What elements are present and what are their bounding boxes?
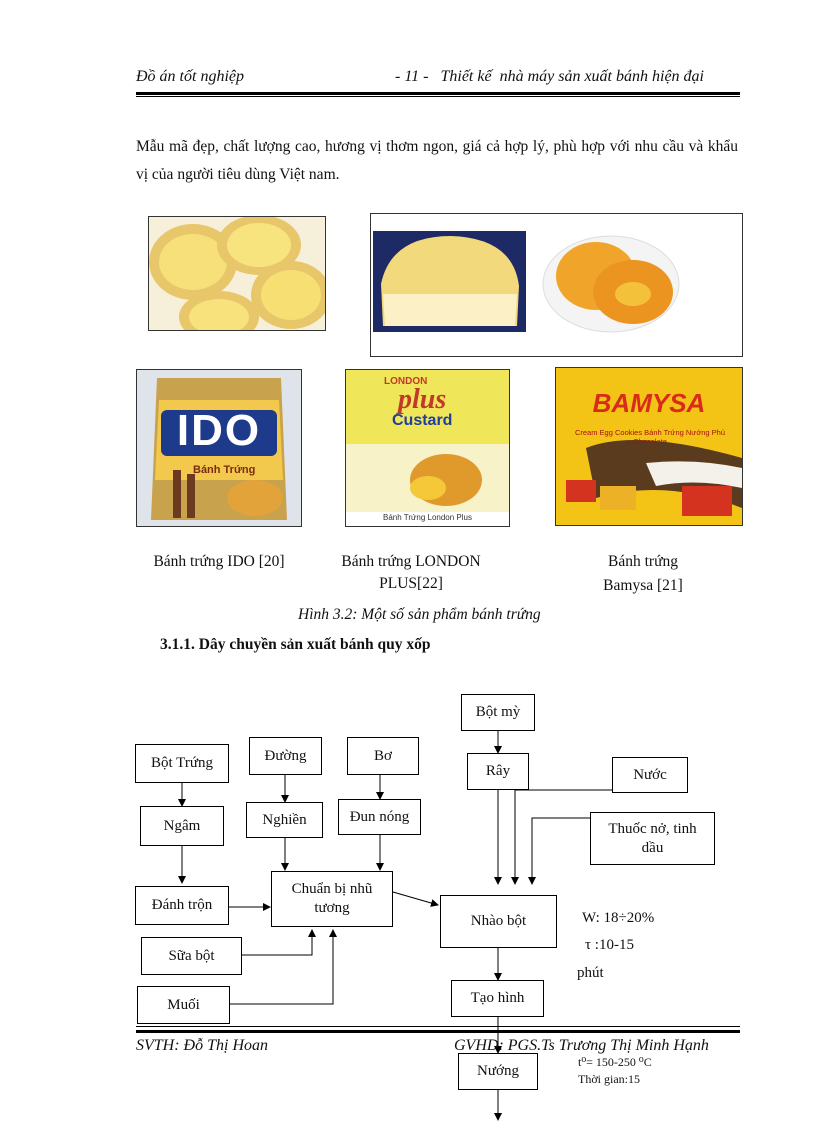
box-danh-tron: Đánh trộn [135, 886, 229, 925]
caption-bamysa-line2: Bamysa [21] [603, 577, 683, 594]
box-bo: Bơ [347, 737, 419, 775]
box-bot-my: Bột mỳ [461, 694, 535, 731]
note-minutes: phút [577, 965, 604, 981]
note-moisture: W: 18÷20% [582, 910, 655, 926]
ido-package-photo: IDO Bánh Trứng [136, 369, 302, 527]
note-temperature: t⁰= 150-250 ⁰C [578, 1055, 652, 1069]
figure-caption: Hình 3.2: Một số sản phẩm bánh trứng [298, 606, 541, 623]
footer-rule-thin [136, 1026, 740, 1027]
ido-brand-text: IDO [176, 406, 262, 455]
box-nuong: Nướng [458, 1053, 538, 1090]
section-title: 3.1.1. Dây chuyền sản xuất bánh quy xốp [160, 636, 431, 653]
box-ray: Rây [467, 753, 529, 790]
bamysa-brand-text: BAMYSA [592, 388, 706, 418]
note-time: τ :10-15 [585, 937, 634, 953]
box-ngam: Ngâm [140, 806, 224, 846]
bamysa-package-image [556, 368, 742, 525]
caption-bamysa-line1: Bánh trứng [608, 553, 678, 570]
note-baking-time: Thời gian:15 [578, 1072, 641, 1086]
london-brand-custard: Custard [392, 412, 453, 429]
box-chuan-bi-nhu-tuong: Chuẩn bị nhũ tương [271, 871, 393, 927]
box-dun-nong: Đun nóng [338, 799, 421, 835]
box-sua-bot: Sữa bột [141, 937, 242, 975]
london-brand-top: LONDON [384, 376, 428, 387]
box-duong: Đường [249, 737, 322, 775]
bamysa-package-photo: BAMYSA Cream Egg Cookies Bánh Trứng Nướn… [555, 367, 743, 526]
header-rule-thin [136, 96, 740, 97]
body-paragraph: Mẫu mã đẹp, chất lượng cao, hương vị thơ… [136, 138, 738, 183]
footer-rule [136, 1030, 740, 1033]
box-nhao-bot: Nhào bột [440, 895, 557, 948]
ido-sub-text: Bánh Trứng [193, 464, 256, 476]
header-right: - 11 - Thiết kế nhà máy sản xuất bánh hi… [395, 68, 704, 85]
caption-london: Bánh trứng LONDON PLUS[22] [341, 553, 481, 592]
header-left: Đồ án tốt nghiệp [136, 68, 244, 85]
box-nuoc: Nước [612, 757, 688, 793]
cake-photos [370, 213, 743, 357]
box-nghien: Nghiền [246, 802, 323, 838]
london-plus-package-photo: LONDON plus Custard Bánh Trứng London Pl… [345, 369, 510, 527]
box-thuoc-no: Thuốc nở, tinh dầu [590, 812, 715, 865]
egg-tart-image [149, 217, 325, 330]
cake-image [373, 231, 680, 333]
bamysa-sub-text: Cream Egg Cookies Bánh Trứng Nướng Phủ C… [574, 428, 726, 446]
footer-left: SVTH: Đỗ Thị Hoan [136, 1037, 269, 1054]
footer-right: GVHD: PGS.Ts Trương Thị Minh Hạnh [454, 1037, 709, 1054]
box-bot-trung: Bột Trứng [135, 744, 229, 783]
box-tao-hinh: Tạo hình [451, 980, 544, 1017]
london-package-image [346, 370, 509, 526]
london-bottom-text: Bánh Trứng London Plus [383, 513, 472, 522]
box-muoi: Muối [137, 986, 230, 1024]
egg-tart-photo [148, 216, 326, 331]
caption-ido: Bánh trứng IDO [20] [153, 553, 285, 570]
london-brand-plus: plus [398, 384, 447, 415]
header-rule [136, 92, 740, 95]
ido-package-image [151, 378, 287, 520]
